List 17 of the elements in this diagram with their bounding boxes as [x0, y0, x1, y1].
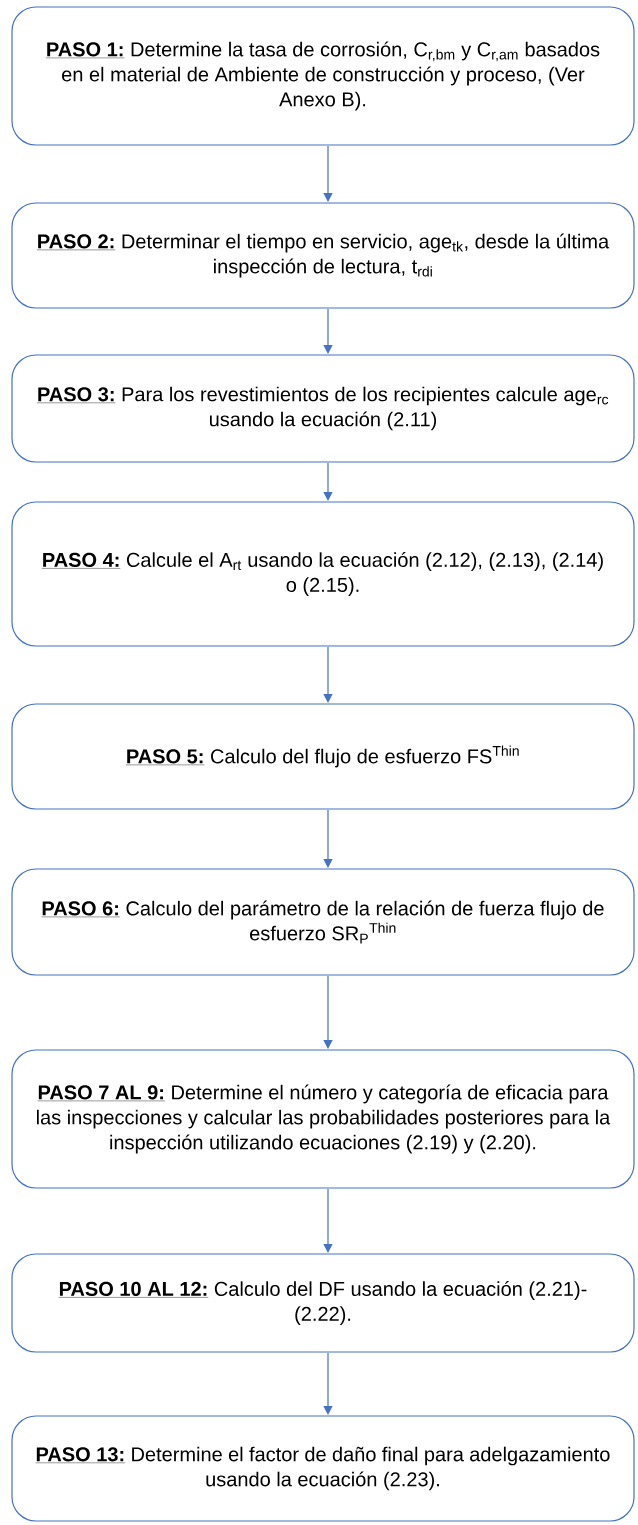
arrow — [323, 462, 333, 501]
process-box: PASO 5: Calculo del flujo de esfuerzo FS$^{Thin}$ — [11, 703, 635, 810]
arrow — [323, 646, 333, 703]
arrow — [323, 1188, 333, 1253]
process-box: PASO 13: Determine el factor de daño final para adelgazamiento usando la ecuación (2.23). — [11, 1415, 635, 1522]
process-box: PASO 2: Determinar el tiempo en servicio, age$_{tk}$, desde la última inspección de lectura, t$_{rdi}$ — [11, 202, 635, 309]
process-box: PASO 6: Calculo del parámetro de la relación de fuerza flujo de esfuerzo SR$_{P}$Thin — [11, 868, 635, 976]
process-box: PASO 7 AL 9: Determine el número y categoría de eficacia para las inspecciones y calcular las probabilidades posteriores para la inspección utilizando ecuaciones (2.19) y (2.20). — [11, 1049, 635, 1189]
process-box: PASO 1: Determine la tasa de corrosión, C$_{r,bm}$ y C$_{r,am}$ basados en el material de Ambiente de construcción y proceso, (Ver Anexo B). — [11, 6, 635, 146]
arrow — [323, 975, 333, 1049]
arrow — [323, 1352, 333, 1415]
arrow — [323, 308, 333, 354]
arrow — [323, 809, 333, 868]
process-box: PASO 10 AL 12: Calculo del DF usando la ecuación (2.21)- (2.22). — [11, 1253, 635, 1353]
process-box: PASO 4: Calcule el A$_{rt}$ usando la ecuación (2.12), (2.13), (2.14) o (2.15). — [11, 501, 635, 647]
arrow — [323, 145, 333, 202]
process-box: PASO 3: Para los revestimientos de los recipientes calcule age$_{rc}$ usando la ecuación (2.11) — [11, 354, 635, 463]
